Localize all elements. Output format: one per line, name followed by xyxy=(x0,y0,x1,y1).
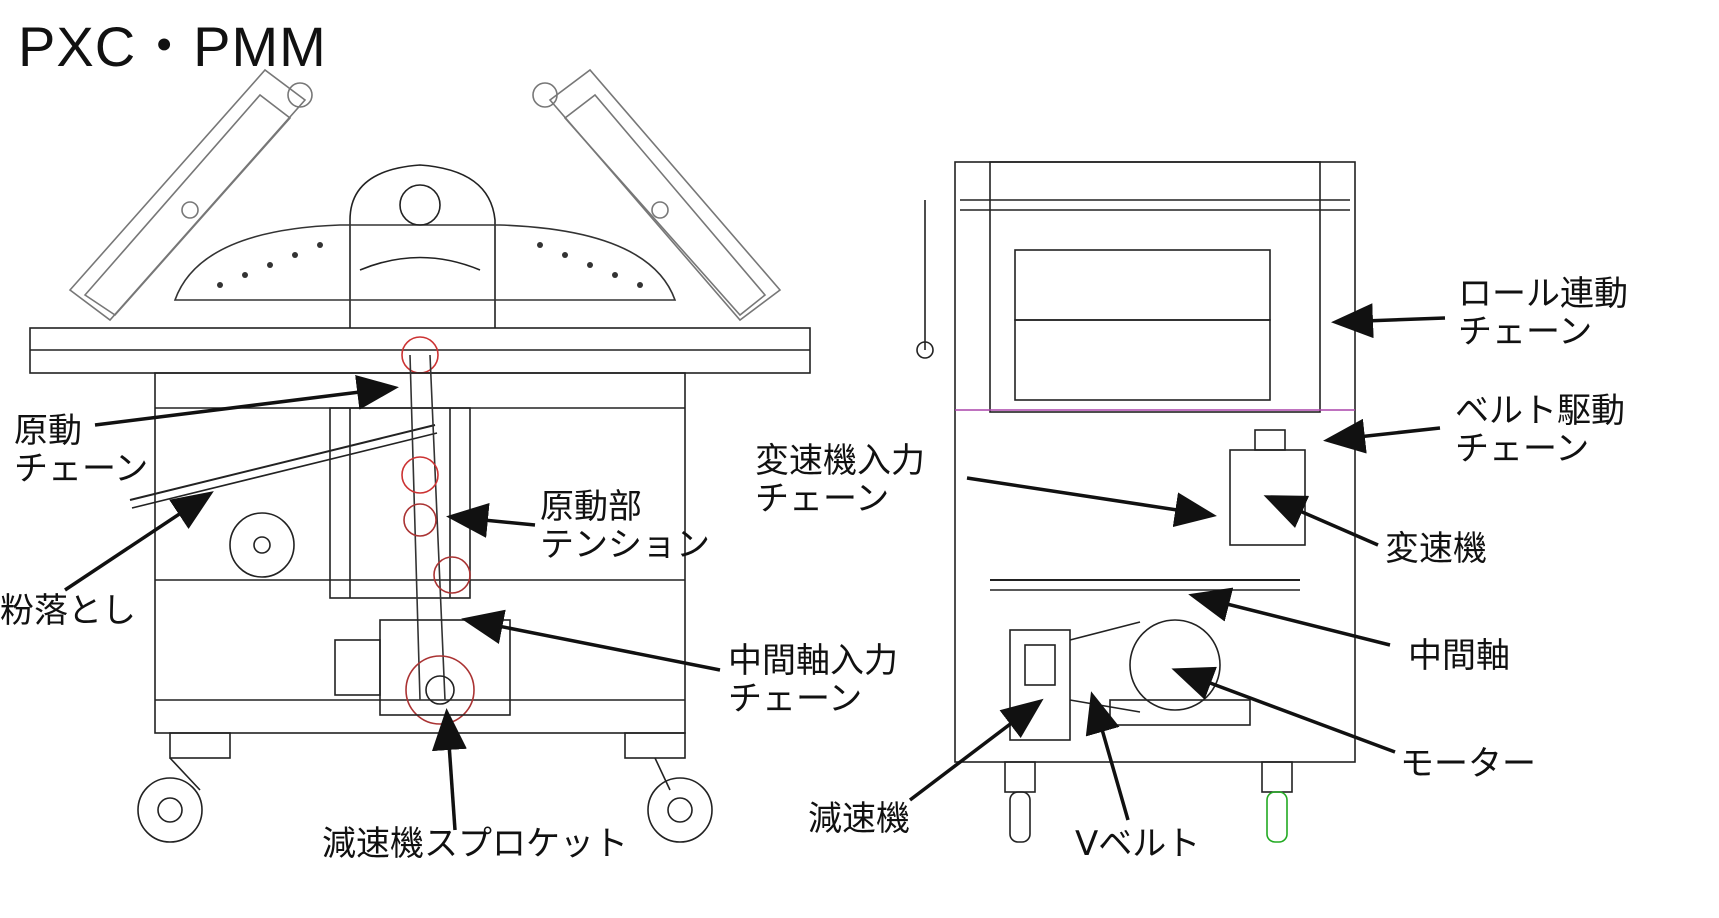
label-motor: モーター xyxy=(1400,744,1536,784)
arrow-belt-kudo xyxy=(1323,418,1441,454)
gear-reducer xyxy=(1009,629,1071,741)
leader-arrows xyxy=(64,303,1446,831)
label-chukanjiku-input-chain: 中間軸入力 チェーン xyxy=(728,641,898,719)
motor-base xyxy=(1109,699,1251,726)
arrow-chukanjiku-input xyxy=(461,609,721,672)
label-hensokuki: 変速機 xyxy=(1385,529,1487,569)
arrow-hensokuki-input xyxy=(966,476,1217,528)
label-hensokuki-input-chain: 変速機入力 チェーン xyxy=(755,441,925,519)
front-view xyxy=(29,68,811,843)
roller-upper xyxy=(1014,249,1271,321)
arrow-hensokuki xyxy=(1263,495,1379,547)
main-frame xyxy=(154,372,686,734)
motor xyxy=(1129,619,1221,711)
roller-lower xyxy=(1014,319,1271,401)
label-gendo-chain: 原動 チェーン xyxy=(14,411,149,489)
label-roll-rendo-chain: ロール連動 チェーン xyxy=(1458,274,1628,352)
label-v-belt: Vベルト xyxy=(1075,824,1201,864)
side-caster-right xyxy=(1261,761,1293,843)
label-gensokuki: 減速機 xyxy=(808,799,910,839)
arrow-gendo-chain xyxy=(94,374,399,427)
flour-drop-bar xyxy=(129,424,436,501)
left-wing xyxy=(68,68,313,322)
label-konaotoshi: 粉落とし xyxy=(0,591,136,631)
diagram-title: PXC・PMM xyxy=(18,15,327,78)
side-view xyxy=(916,161,1356,843)
arrow-gendobu-tension xyxy=(446,502,536,538)
arrow-konaotoshi xyxy=(64,491,214,592)
label-gendobu-tension: 原動部 テンション xyxy=(540,487,710,565)
top-housing xyxy=(349,164,496,328)
caster-left xyxy=(137,732,231,843)
arrow-v-belt xyxy=(1085,691,1130,821)
label-chukanjiku: 中間軸 xyxy=(1408,636,1510,676)
label-belt-kudo-chain: ベルト駆動 チェーン xyxy=(1455,391,1625,469)
reducer-sprocket xyxy=(405,655,475,725)
variable-speed-box xyxy=(1229,449,1306,546)
handwheel xyxy=(229,512,295,578)
arrow-gensokuki xyxy=(908,698,1044,802)
side-caster-left xyxy=(1004,761,1036,843)
caster-right xyxy=(624,732,713,843)
label-gensokuki-sprocket: 減速機スプロケット xyxy=(322,824,628,864)
arrow-gensokuki-sprocket xyxy=(431,708,467,831)
arrow-motor xyxy=(1171,666,1396,754)
drive-chain xyxy=(409,354,446,701)
right-wing xyxy=(532,68,782,322)
arrow-roll-rendo xyxy=(1331,303,1446,339)
top-pulley xyxy=(399,184,441,226)
arrow-chukanjiku xyxy=(1188,587,1391,647)
